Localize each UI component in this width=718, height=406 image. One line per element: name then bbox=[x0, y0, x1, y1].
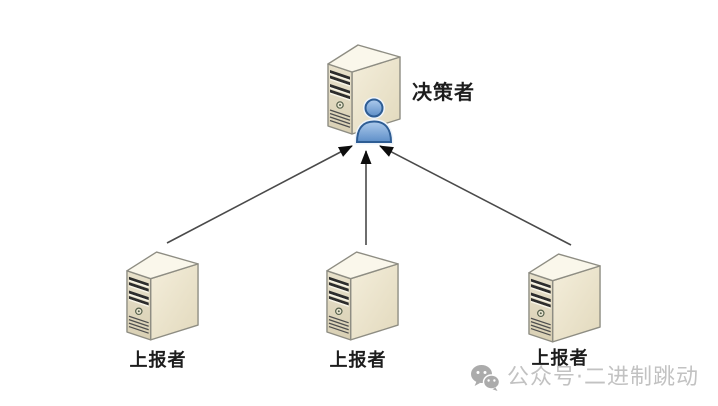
wechat-icon bbox=[471, 365, 500, 391]
node-label-reporter-1: 上报者 bbox=[129, 350, 187, 371]
arrow-reporter1-to-decision bbox=[166, 145, 353, 244]
node-decision-maker bbox=[325, 37, 403, 137]
server-tower-icon bbox=[528, 253, 601, 343]
arrow-reporter3-to-decision bbox=[379, 145, 572, 246]
watermark: 公众号·二进制跳动 bbox=[470, 364, 699, 392]
person-icon bbox=[352, 97, 396, 145]
node-label-reporter-3: 上报者 bbox=[531, 348, 589, 369]
node-label-decision-maker: 决策者 bbox=[412, 80, 475, 104]
server-tower-icon bbox=[326, 251, 399, 341]
node-reporter-3 bbox=[526, 246, 603, 345]
server-tower-icon bbox=[126, 251, 199, 341]
node-reporter-2 bbox=[324, 244, 401, 343]
watermark-text: 公众号·二进制跳动 bbox=[507, 364, 699, 390]
node-reporter-1 bbox=[124, 244, 201, 343]
node-label-reporter-2: 上报者 bbox=[329, 350, 387, 371]
